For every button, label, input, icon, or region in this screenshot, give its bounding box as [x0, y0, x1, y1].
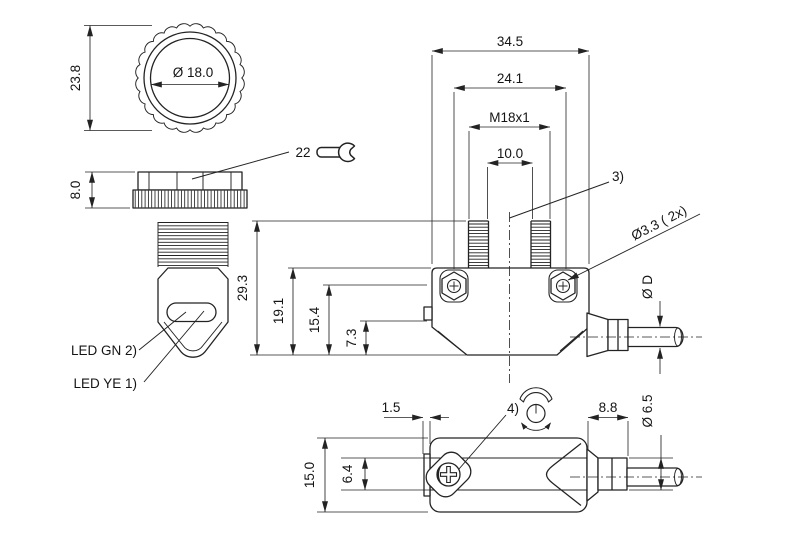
nut-knurl-band: [132, 189, 248, 209]
probe-thread-lines: [158, 222, 228, 266]
dim-label-overall-width: 34.5: [497, 34, 523, 49]
thread-studs: [467, 220, 552, 268]
dim-label-nut-thickness: 8.0: [68, 181, 83, 200]
strain-relief-cone: [586, 312, 609, 358]
rotation-icon: [519, 387, 553, 431]
cable-assembly-side: [586, 448, 684, 502]
dim-label-bore-diameter: Ø 18.0: [173, 65, 214, 80]
dim-label-tab-height: 7.3: [344, 329, 359, 348]
nut-outer-circle: [143, 31, 237, 125]
dim-label-screw-axis-height: 15.4: [307, 306, 322, 333]
nut-top-band: [137, 171, 243, 191]
phillips-screw: [436, 462, 461, 487]
led-green-leader: [138, 311, 187, 351]
hex-screw-right: [548, 269, 578, 303]
dim-label-tab-offset: 1.5: [382, 400, 401, 415]
wrench-icon: [316, 142, 356, 163]
mounting-hole-leader: [567, 213, 701, 281]
mounting-tab: [423, 306, 433, 321]
dim-label-body-height: 19.1: [271, 298, 286, 324]
mounting-hole-label: Ø3.3 ( 2x): [629, 203, 689, 244]
dim-label-slot-width: 10.0: [497, 146, 523, 161]
note4-leader: [458, 414, 507, 470]
nut-bore-circle: [149, 37, 231, 119]
led-yellow-label: LED YE 1): [73, 376, 137, 391]
sensor-top-view: [423, 212, 702, 383]
led-yellow-leader: [143, 310, 205, 383]
dim-label-thread-spec: M18x1: [489, 110, 530, 125]
cable-assembly-top: [586, 312, 684, 358]
dim-label-body-width: 15.0: [302, 462, 317, 488]
dim-label-nut-height: 23.8: [68, 65, 83, 91]
dim-label-total-height: 29.3: [235, 275, 250, 301]
wrench-leader-line: [191, 151, 290, 180]
stud-thread-lines-left: [468, 223, 489, 267]
probe-tip-inner-line: [163, 321, 223, 352]
wrench-size-label: 22: [295, 145, 310, 160]
knurl-hatch-lines: [134, 190, 245, 208]
note3-label: 3): [612, 169, 624, 184]
probe-body-outline: [157, 267, 229, 358]
right-chamfer-lines: [545, 442, 582, 507]
dim-label-cable-diameter: Ø D: [640, 275, 655, 299]
wrench-size-note: 22: [191, 142, 356, 180]
led-green-label: LED GN 2): [71, 343, 137, 358]
note4-label: 4): [507, 401, 519, 416]
locknut-face-view: Ø 18.0 23.8: [68, 23, 245, 133]
screw-shadow-crescent: [437, 465, 442, 484]
phillips-cross-icon: [439, 465, 458, 484]
strain-relief-cone-side: [586, 448, 599, 502]
stud-thread-lines-right: [531, 223, 551, 267]
dim-label-screw-spacing: 24.1: [497, 71, 523, 86]
side-view-dimensions: 15.0 6.4 1.5 4) 8.8 Ø 6.5: [302, 387, 673, 513]
locknut-side-view: 8.0: [68, 171, 248, 209]
sensor-probe-view: LED GN 2) LED YE 1): [71, 222, 229, 391]
dim-label-gland-length: 8.8: [599, 400, 618, 415]
hex-screw-left: [439, 269, 469, 303]
dim-label-window-width: 6.4: [340, 464, 355, 483]
dim-label-gland-diameter: Ø 6.5: [640, 394, 655, 427]
led-window: [166, 302, 217, 323]
height-dimensions: 29.3 19.1 15.4 7.3: [235, 220, 466, 356]
knurled-ring-outline: [135, 23, 245, 133]
sensor-side-view: [423, 437, 702, 513]
note3-leader: [509, 181, 610, 219]
